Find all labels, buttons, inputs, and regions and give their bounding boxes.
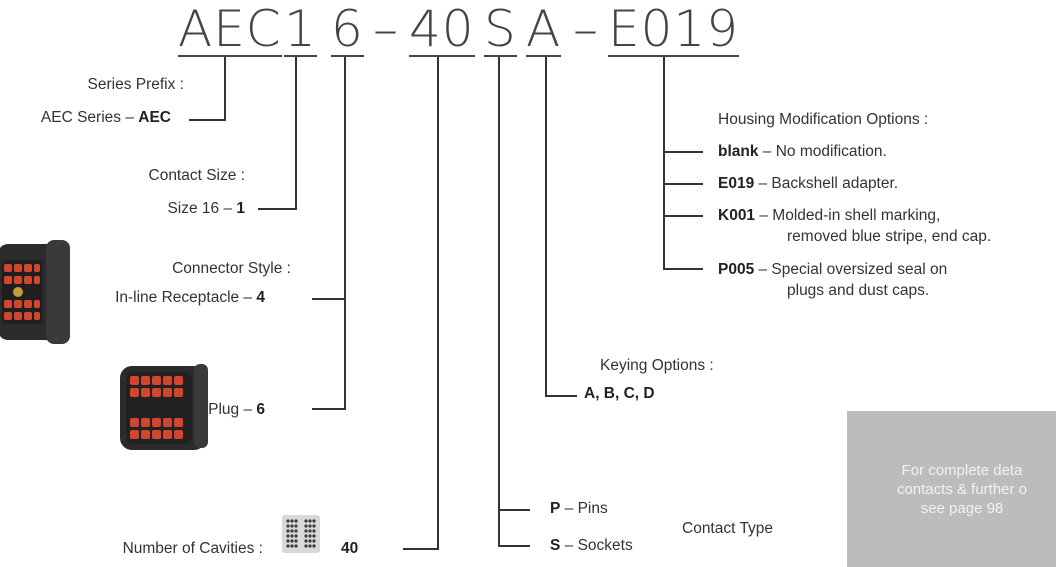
housing-mod-connector-blank [663,151,703,153]
housing-mod-text-k001: – Molded-in shell marking, [755,207,940,224]
pn-contact-size: 1 [284,4,317,57]
plug-option-text: Plug – [208,401,256,418]
pn-series: AEC [178,4,282,57]
plug-connector-horizontal [312,408,346,410]
keying-title: Keying Options : [600,357,714,375]
housing-mod-option-e019: E019 – Backshell adapter. [718,175,898,193]
contact-size-title: Contact Size : [149,167,246,185]
housing-mod-option-p005-line2: plugs and dust caps. [787,282,929,300]
series-prefix-option-text: AEC Series – [41,109,138,126]
sockets-option-text: – Sockets [560,537,632,554]
series-prefix-title: Series Prefix : [88,76,184,94]
note-line-1: For complete deta [847,461,1056,480]
housing-mod-option-k001-line2: removed blue stripe, end cap. [787,228,991,246]
series-connector-vertical [224,57,226,121]
pn-style: 6 [331,4,364,57]
receptacle-connector-horizontal [312,298,346,300]
housing-mod-text-e019: – Backshell adapter. [754,175,898,192]
housing-mod-text-blank: – No modification. [758,143,886,160]
housing-mod-connector-e019 [663,183,703,185]
note-box: For complete deta contacts & further o s… [847,411,1056,567]
connector-receptacle-image [0,236,72,348]
cavity-grid-icon [282,515,320,553]
pn-dash-1: – [373,4,399,54]
plug-option-code: 6 [256,401,265,418]
series-connector-horizontal [189,119,226,121]
sockets-option-code: S [550,537,560,554]
keying-connector-horizontal [545,395,577,397]
housing-mod-code-k001: K001 [718,207,755,224]
contact-size-connector-vertical [295,57,297,210]
sockets-connector-horizontal [498,545,530,547]
housing-mod-code-e019: E019 [718,175,754,192]
contact-type-connector-vertical [498,57,500,547]
housing-mod-option-k001: K001 – Molded-in shell marking, [718,207,940,225]
housing-mod-option-p005: P005 – Special oversized seal on [718,261,947,279]
contact-type-title: Contact Type [682,520,773,538]
contact-size-option-code: 1 [236,200,245,217]
series-prefix-option-code: AEC [138,109,171,126]
pins-connector-horizontal [498,509,530,511]
keying-options-codes: A, B, C, D [584,385,655,402]
pn-cavities: 40 [409,4,475,57]
contact-size-connector-horizontal [258,208,297,210]
cavities-connector-horizontal [403,548,439,550]
connector-style-connector-vertical [344,57,346,410]
contact-size-option-text: Size 16 – [167,200,236,217]
pn-dash-2: – [573,4,599,54]
note-line-3: see page 98 [847,499,1056,518]
connector-plug-image [118,360,210,452]
pins-option: P – Pins [550,500,608,518]
receptacle-option-code: 4 [256,289,265,306]
cavities-connector-vertical [437,57,439,550]
receptacle-option: In-line Receptacle – 4 [115,289,265,307]
series-prefix-option: AEC Series – AEC [41,109,171,127]
pn-contact-type: S [484,4,517,57]
housing-mod-text-p005: – Special oversized seal on [754,261,947,278]
pins-option-text: – Pins [560,500,607,517]
pn-keying: A [526,4,561,57]
receptacle-option-text: In-line Receptacle – [115,289,256,306]
housing-mod-code-p005: P005 [718,261,754,278]
note-line-2: contacts & further o [847,480,1056,499]
pn-modification: E019 [608,4,739,57]
keying-connector-vertical [545,57,547,397]
sockets-option: S – Sockets [550,537,633,555]
housing-mod-connector-p005 [663,268,703,270]
housing-mod-connector-k001 [663,215,703,217]
housing-mod-connector-vertical [663,57,665,270]
housing-mod-title: Housing Modification Options : [718,111,928,129]
connector-style-title: Connector Style : [172,260,291,278]
pins-option-code: P [550,500,560,517]
plug-option: Plug – 6 [208,401,265,419]
contact-size-option: Size 16 – 1 [167,200,245,218]
keying-options: A, B, C, D [584,385,655,403]
housing-mod-option-blank: blank – No modification. [718,143,887,161]
housing-mod-code-blank: blank [718,143,758,160]
